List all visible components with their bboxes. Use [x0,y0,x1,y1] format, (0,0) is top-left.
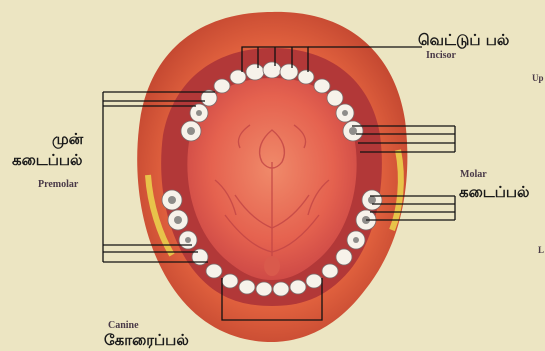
incisor-english-label: Incisor [426,51,456,62]
edge-text-bottom-right: L [538,246,544,255]
incisor-tamil-label: வெட்டுப் பல் [418,33,509,49]
molar-english-label: Molar [460,170,487,181]
edge-text-top-right: Up [532,74,544,83]
premolar-english-label: Premolar [38,180,78,191]
premolar-tamil-label-line2: கடைப்பல் [12,153,83,169]
molar-tamil-label: கடைப்பல் [459,185,530,201]
canine-english-label: Canine [108,321,139,332]
uvula [264,256,280,276]
premolar-tamil-label-line1: முன் [52,132,83,148]
canine-tamil-label: கோரைப்பல் [104,333,189,349]
